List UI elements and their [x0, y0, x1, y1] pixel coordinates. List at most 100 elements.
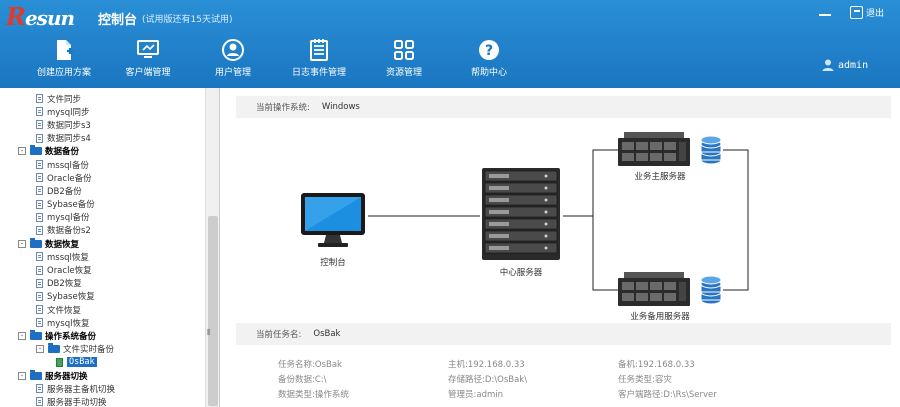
primary-server-icon[interactable] — [618, 132, 690, 166]
tree-item-label: 文件恢复 — [47, 305, 82, 316]
nav-help-center[interactable]: ? 帮助中心 — [444, 38, 534, 84]
nav-label: 资源管理 — [385, 68, 422, 78]
topology-diagram: 控制台 中心服务器 — [228, 118, 900, 322]
collapse-toggle-icon[interactable]: - — [18, 239, 26, 248]
tree-item-label: Oracle恢复 — [47, 266, 92, 277]
tree-item-label: 数据同步s3 — [47, 120, 91, 131]
backup-server-icon[interactable] — [618, 272, 690, 306]
nav-client-management[interactable]: 客户端管理 — [103, 38, 193, 84]
new-document-icon — [19, 38, 109, 62]
tree-item-label: DB2恢复 — [47, 279, 82, 290]
folder-icon — [30, 237, 42, 248]
nav-log-event-management[interactable]: 日志事件管理 — [274, 38, 364, 84]
tree-item[interactable]: OsBak — [18, 356, 115, 369]
help-icon: ? — [444, 38, 534, 62]
svg-text:?: ? — [485, 43, 493, 59]
splitter-handle[interactable]: ⦀ — [207, 328, 211, 337]
tree-item-label: 服务器主备机切换 — [47, 384, 116, 395]
os-info-bar: 当前操作系统: Windows — [236, 96, 891, 118]
current-user[interactable]: admin — [822, 59, 868, 71]
user-icon — [188, 38, 278, 62]
tree-item-label: 数据备份 — [45, 147, 80, 158]
nav-label: 帮助中心 — [470, 68, 507, 78]
tree-item[interactable]: mssql恢复 — [18, 250, 115, 263]
tree-item[interactable]: Sybase恢复 — [18, 290, 115, 303]
app-title: 控制台 — [98, 13, 138, 28]
tree-item[interactable]: 文件同步 — [18, 92, 115, 105]
tree-item-label: 文件同步 — [47, 94, 82, 105]
tree-item[interactable]: DB2恢复 — [18, 277, 115, 290]
main-panel: 当前操作系统: Windows 控制台 — [228, 88, 900, 407]
tree-item-label: 数据同步s4 — [47, 134, 91, 145]
tree-item[interactable]: Sybase备份 — [18, 198, 115, 211]
tree-item-label: 数据备份s2 — [47, 226, 91, 237]
nav-label: 客户端管理 — [125, 68, 171, 78]
logout-button[interactable]: 退出 — [850, 6, 884, 19]
task-document-icon — [36, 120, 43, 130]
tree-item[interactable]: 文件恢复 — [18, 303, 115, 316]
scrollbar-thumb[interactable] — [208, 216, 218, 406]
tree-item[interactable]: mysql同步 — [18, 105, 115, 118]
task-document-icon — [36, 173, 43, 183]
folder-icon — [30, 329, 42, 340]
log-list-icon — [274, 38, 364, 62]
tree-item[interactable]: -操作系统备份 — [18, 329, 115, 342]
tree-item-label: Sybase恢复 — [47, 292, 95, 303]
backup-data-field: 备份数据:C:\ — [278, 375, 327, 385]
esun-logo: Resun — [6, 1, 75, 31]
folder-icon — [48, 343, 60, 354]
collapse-toggle-icon[interactable]: - — [18, 147, 26, 156]
task-document-icon — [56, 357, 63, 367]
tree-item[interactable]: 数据同步s4 — [18, 132, 115, 145]
task-label: 当前任务名: — [256, 330, 302, 340]
tree-item[interactable]: 服务器手动切换 — [18, 395, 115, 407]
collapse-toggle-icon[interactable]: - — [36, 345, 44, 354]
tree-item[interactable]: mysql备份 — [18, 211, 115, 224]
nav-user-management[interactable]: 用户管理 — [188, 38, 278, 84]
tree-item-label: mssql恢复 — [47, 252, 89, 263]
console-monitor-icon[interactable] — [300, 192, 366, 248]
os-value: Windows — [321, 102, 360, 112]
nav-create-solution[interactable]: 创建应用方案 — [19, 38, 109, 84]
task-document-icon — [36, 397, 43, 407]
tree-item[interactable]: -数据恢复 — [18, 237, 115, 250]
nav-label: 用户管理 — [214, 68, 251, 78]
tree-item[interactable]: - 数据备份 — [18, 145, 115, 158]
tree-item[interactable]: mssql备份 — [18, 158, 115, 171]
tree-item-label: DB2备份 — [47, 186, 82, 197]
tree-item-label: mysql恢复 — [47, 318, 90, 329]
topology-lines — [368, 149, 749, 291]
administrator-field: 管理员:admin — [448, 390, 503, 400]
task-document-icon — [36, 252, 43, 262]
tree-item[interactable]: mysql恢复 — [18, 316, 115, 329]
tree-item[interactable]: -服务器切换 — [18, 369, 115, 382]
backup-server-label: 业务备用服务器 — [630, 312, 690, 322]
center-server-icon[interactable] — [480, 168, 562, 260]
tree-item[interactable]: 数据同步s3 — [18, 118, 115, 131]
tree-item[interactable]: 数据备份s2 — [18, 224, 115, 237]
collapse-toggle-icon[interactable]: - — [18, 331, 26, 340]
backup-database-icon — [700, 275, 722, 306]
tree-item-label: OsBak — [67, 357, 97, 368]
collapse-toggle-icon[interactable]: - — [18, 371, 26, 380]
grid-icon — [359, 38, 449, 62]
tree-item[interactable]: -文件实时备份 — [18, 343, 115, 356]
task-document-icon — [36, 186, 43, 196]
sidebar-scrollbar[interactable] — [205, 88, 219, 407]
monitor-icon — [103, 38, 193, 62]
data-type-field: 数据类型:操作系统 — [278, 390, 349, 400]
task-document-icon — [36, 94, 43, 104]
minimize-icon[interactable] — [818, 8, 832, 22]
nav-resource-management[interactable]: 资源管理 — [359, 38, 449, 84]
primary-server-label: 业务主服务器 — [634, 172, 686, 182]
tree-item[interactable]: Oracle恢复 — [18, 263, 115, 276]
tree-item[interactable]: DB2备份 — [18, 184, 115, 197]
tree-item[interactable]: Oracle备份 — [18, 171, 115, 184]
task-value: OsBak — [313, 329, 341, 339]
task-document-icon — [36, 160, 43, 170]
trial-notice: (试用版还有15天试用) — [142, 15, 233, 25]
center-server-label: 中心服务器 — [499, 268, 543, 278]
task-document-icon — [36, 212, 43, 222]
tree-item[interactable]: 服务器主备机切换 — [18, 382, 115, 395]
